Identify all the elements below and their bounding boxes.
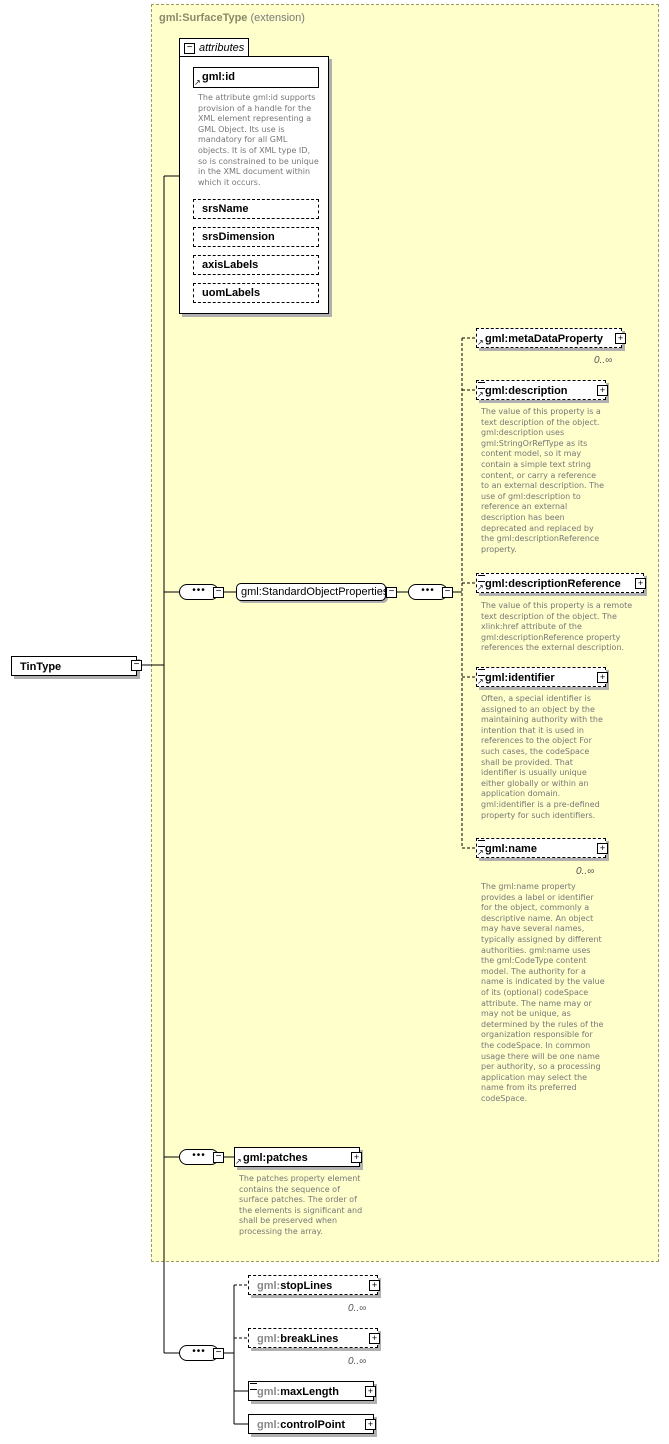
expand-icon[interactable]: + bbox=[351, 1152, 362, 1163]
sequence-compositor-tin[interactable]: ••• bbox=[179, 1345, 219, 1361]
expand-icon[interactable]: + bbox=[597, 672, 608, 683]
text-content-icon bbox=[250, 1383, 257, 1390]
attributes-tab-label: attributes bbox=[199, 42, 245, 54]
collapse-group-icon[interactable]: − bbox=[386, 587, 397, 598]
expand-icon[interactable]: + bbox=[369, 1280, 380, 1291]
namespace-prefix: gml: bbox=[257, 1419, 281, 1431]
attributes-tab[interactable]: − attributes bbox=[179, 38, 249, 57]
group-label: gml:StandardObjectProperties bbox=[241, 586, 389, 598]
collapse-root-icon[interactable]: − bbox=[131, 660, 142, 671]
element-label: gml:identifier bbox=[485, 672, 555, 684]
extension-title: gml:SurfaceType (extension) bbox=[159, 12, 305, 24]
element-identifier[interactable]: ↗ gml:identifier + bbox=[476, 667, 608, 687]
expand-icon[interactable]: + bbox=[365, 1386, 376, 1397]
reference-arrow-icon: ↗ bbox=[477, 583, 484, 592]
cardinality: 0..∞ bbox=[348, 1356, 367, 1367]
attribute-label: axisLabels bbox=[202, 259, 259, 271]
attribute-label: uomLabels bbox=[202, 287, 261, 299]
element-controlpoint[interactable]: gml:controlPoint + bbox=[248, 1414, 376, 1434]
root-label: TinType bbox=[20, 661, 62, 673]
expand-icon[interactable]: + bbox=[597, 385, 608, 396]
element-label: controlPoint bbox=[280, 1419, 346, 1431]
expand-icon[interactable]: + bbox=[369, 1333, 380, 1344]
text-content-icon bbox=[478, 575, 485, 582]
cardinality: 0..∞ bbox=[348, 1303, 367, 1314]
reference-arrow-icon: ↗ bbox=[235, 1157, 242, 1166]
collapse-attributes-icon[interactable]: − bbox=[184, 43, 195, 54]
reference-arrow-icon: ↗ bbox=[477, 677, 484, 686]
element-descriptionreference[interactable]: ↗ gml:descriptionReference + bbox=[476, 573, 646, 593]
text-content-icon bbox=[478, 669, 485, 676]
element-label: breakLines bbox=[280, 1333, 339, 1345]
expand-icon[interactable]: + bbox=[615, 333, 626, 344]
element-metadataproperty[interactable]: ↗ gml:metaDataProperty + bbox=[476, 328, 626, 348]
expand-icon[interactable]: + bbox=[597, 843, 608, 854]
name-doc: The gml:name property provides a label o… bbox=[481, 882, 605, 1103]
text-content-icon bbox=[478, 840, 485, 847]
namespace-prefix: gml: bbox=[257, 1280, 281, 1292]
collapse-sequence-icon[interactable]: − bbox=[213, 1348, 224, 1359]
expand-icon[interactable]: + bbox=[635, 578, 646, 589]
identifier-doc: Often, a special identifier is assigned … bbox=[481, 694, 603, 820]
collapse-sequence-icon[interactable]: − bbox=[213, 587, 224, 598]
namespace-prefix: gml: bbox=[257, 1333, 281, 1345]
element-label: gml:patches bbox=[243, 1152, 308, 1164]
root-element-tintype[interactable]: TinType bbox=[11, 656, 137, 676]
expand-icon[interactable]: + bbox=[365, 1419, 376, 1430]
attribute-label: srsDimension bbox=[202, 231, 275, 243]
namespace-prefix: gml: bbox=[257, 1386, 281, 1398]
element-patches[interactable]: ↗ gml:patches + bbox=[234, 1147, 362, 1167]
element-label: stopLines bbox=[280, 1280, 333, 1292]
attribute-uomlabels[interactable]: uomLabels bbox=[193, 283, 319, 303]
element-label: gml:name bbox=[485, 843, 537, 855]
element-description[interactable]: ↗ gml:description + bbox=[476, 380, 608, 400]
attribute-label: srsName bbox=[202, 203, 249, 215]
cardinality: 0..∞ bbox=[594, 355, 613, 366]
attribute-axislabels[interactable]: axisLabels bbox=[193, 255, 319, 275]
element-name[interactable]: ↗ gml:name + bbox=[476, 838, 608, 858]
group-standard-object-properties[interactable]: gml:StandardObjectProperties bbox=[236, 583, 389, 601]
element-label: gml:metaDataProperty bbox=[485, 333, 603, 345]
reference-arrow-icon: ↗ bbox=[477, 390, 484, 399]
reference-arrow-icon: ↗ bbox=[477, 848, 484, 857]
description-reference-doc: The value of this property is a remote t… bbox=[481, 601, 633, 653]
gml-id-doc: The attribute gml:id supports provision … bbox=[198, 93, 319, 187]
reference-arrow-icon: ↗ bbox=[194, 78, 201, 87]
attribute-gml-id[interactable]: ↗ gml:id bbox=[193, 67, 319, 88]
text-content-icon bbox=[478, 382, 485, 389]
collapse-sequence-inner-icon[interactable]: − bbox=[442, 587, 453, 598]
description-doc: The value of this property is a text des… bbox=[481, 407, 604, 554]
element-label: maxLength bbox=[280, 1386, 339, 1398]
attribute-label: gml:id bbox=[202, 71, 235, 83]
element-maxlength[interactable]: gml:maxLength + bbox=[248, 1381, 376, 1401]
element-stoplines[interactable]: gml:stopLines + bbox=[248, 1275, 380, 1295]
reference-arrow-icon: ↗ bbox=[477, 338, 484, 347]
sequence-compositor[interactable]: ••• bbox=[179, 584, 219, 600]
element-label: gml:description bbox=[485, 385, 568, 397]
patches-doc: The patches property element contains th… bbox=[239, 1174, 363, 1236]
collapse-sequence-icon[interactable]: − bbox=[213, 1152, 224, 1163]
attribute-srsdimension[interactable]: srsDimension bbox=[193, 227, 319, 247]
element-label: gml:descriptionReference bbox=[485, 578, 621, 590]
attribute-srsname[interactable]: srsName bbox=[193, 199, 319, 219]
element-breaklines[interactable]: gml:breakLines + bbox=[248, 1328, 380, 1348]
cardinality: 0..∞ bbox=[576, 866, 595, 877]
